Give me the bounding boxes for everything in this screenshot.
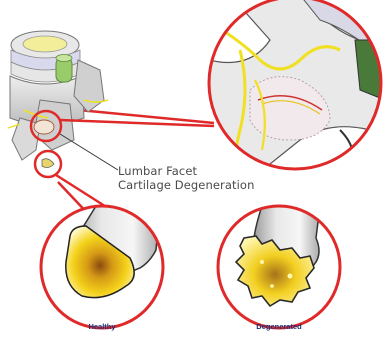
healthy-cartilage-view [41,206,163,328]
magnified-facet-view [209,0,385,172]
degenerated-cartilage-view [218,206,340,328]
lumbar-spine-illustration [8,31,108,168]
callout-line-2: Cartilage Degeneration [118,178,254,192]
connector-to-healthy-view [56,175,108,208]
degenerated-label: Degenerated [239,322,319,331]
callout-pointer [60,134,118,170]
callout-label: Lumbar Facet Cartilage Degeneration [118,164,254,192]
healthy-label: Healthy [77,322,127,331]
callout-line-1: Lumbar Facet [118,164,254,178]
